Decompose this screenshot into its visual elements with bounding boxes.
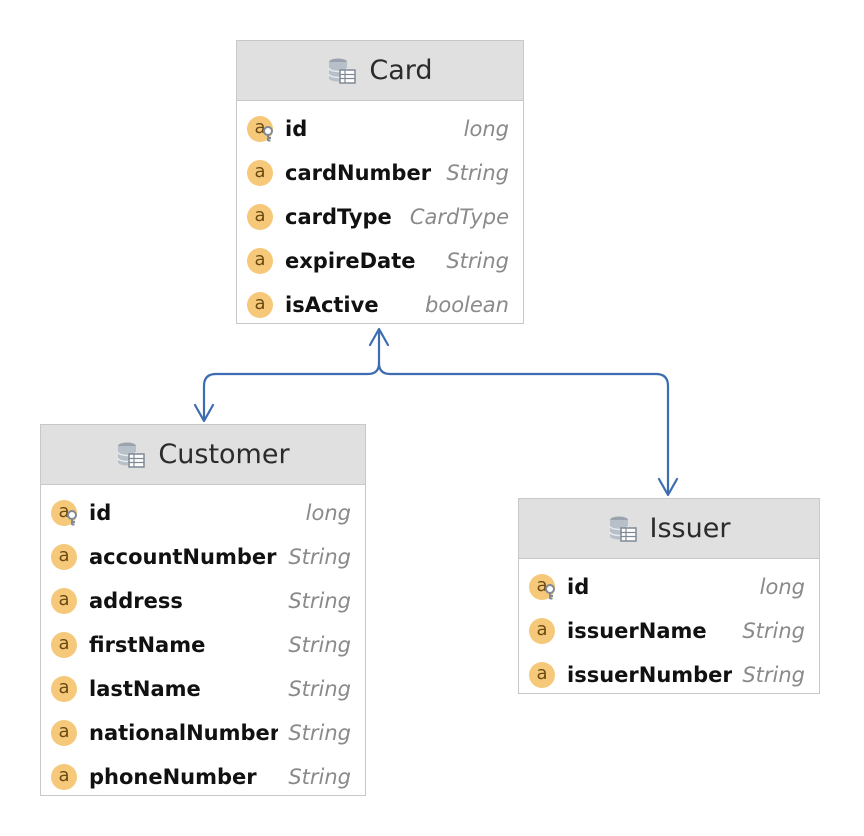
attribute-row[interactable]: a firstName String bbox=[41, 623, 365, 667]
database-table-icon bbox=[608, 516, 637, 542]
attribute-row[interactable]: a issuerName String bbox=[519, 609, 819, 653]
attribute-type: long bbox=[463, 117, 509, 141]
attribute-type: String bbox=[288, 633, 351, 657]
entity-card[interactable]: Card a id long a cardNumber String a car… bbox=[236, 40, 524, 324]
attribute-icon: a bbox=[51, 719, 79, 747]
attribute-row[interactable]: a lastName String bbox=[41, 667, 365, 711]
attribute-name: cardNumber bbox=[285, 161, 432, 185]
attribute-name: cardType bbox=[285, 205, 392, 229]
attribute-type: CardType bbox=[409, 205, 509, 229]
arrowhead-card bbox=[368, 327, 390, 347]
entity-title: Issuer bbox=[649, 513, 731, 544]
entity-title: Customer bbox=[158, 439, 290, 470]
attribute-icon: a bbox=[247, 291, 275, 319]
attribute-type: long bbox=[759, 575, 805, 599]
attribute-name: expireDate bbox=[285, 249, 416, 273]
attribute-icon: a bbox=[51, 587, 79, 615]
attribute-icon: a bbox=[51, 763, 79, 791]
attribute-type: String bbox=[288, 677, 351, 701]
attribute-icon: a bbox=[529, 661, 557, 689]
entity-header: Customer bbox=[41, 425, 365, 485]
attribute-row[interactable]: a isActive boolean bbox=[237, 283, 523, 327]
attribute-icon: a bbox=[247, 159, 275, 187]
attribute-icon: a bbox=[247, 247, 275, 275]
attribute-icon: a bbox=[51, 631, 79, 659]
attribute-row[interactable]: a id long bbox=[237, 107, 523, 151]
entity-title: Card bbox=[369, 55, 433, 86]
attribute-name: id bbox=[89, 501, 112, 525]
attribute-name: isActive bbox=[285, 293, 379, 317]
arrowhead-issuer bbox=[657, 477, 679, 497]
attribute-type: String bbox=[446, 249, 509, 273]
primary-key-attribute-icon: a bbox=[51, 499, 79, 527]
attribute-icon: a bbox=[247, 203, 275, 231]
attribute-name: nationalNumber bbox=[89, 721, 279, 745]
attribute-row[interactable]: a id long bbox=[41, 491, 365, 535]
attribute-icon: a bbox=[51, 675, 79, 703]
attribute-type: String bbox=[288, 545, 351, 569]
attribute-name: phoneNumber bbox=[89, 765, 257, 789]
entity-header: Issuer bbox=[519, 499, 819, 559]
attribute-type: String bbox=[446, 161, 509, 185]
attribute-name: issuerNumber bbox=[567, 663, 733, 687]
attribute-type: String bbox=[288, 721, 351, 745]
attribute-type: String bbox=[742, 619, 805, 643]
entity-issuer[interactable]: Issuer a id long a issuerName String a i… bbox=[518, 498, 820, 694]
attribute-icon: a bbox=[529, 617, 557, 645]
attribute-name: lastName bbox=[89, 677, 201, 701]
entity-header: Card bbox=[237, 41, 523, 101]
attribute-type: long bbox=[305, 501, 351, 525]
attribute-type: String bbox=[288, 765, 351, 789]
attribute-name: id bbox=[285, 117, 308, 141]
attribute-row[interactable]: a cardNumber String bbox=[237, 151, 523, 195]
attribute-type: String bbox=[742, 663, 805, 687]
attribute-icon: a bbox=[51, 543, 79, 571]
attribute-name: address bbox=[89, 589, 183, 613]
primary-key-attribute-icon: a bbox=[247, 115, 275, 143]
card-issuer-connector bbox=[377, 361, 670, 496]
primary-key-attribute-icon: a bbox=[529, 573, 557, 601]
arrowhead-customer bbox=[193, 403, 215, 423]
attribute-row[interactable]: a cardType CardType bbox=[237, 195, 523, 239]
attribute-name: issuerName bbox=[567, 619, 707, 643]
attribute-row[interactable]: a address String bbox=[41, 579, 365, 623]
attribute-row[interactable]: a issuerNumber String bbox=[519, 653, 819, 697]
attribute-row[interactable]: a accountNumber String bbox=[41, 535, 365, 579]
database-table-icon bbox=[117, 442, 146, 468]
attribute-type: String bbox=[288, 589, 351, 613]
database-table-icon bbox=[328, 58, 357, 84]
attribute-name: firstName bbox=[89, 633, 206, 657]
attribute-name: accountNumber bbox=[89, 545, 277, 569]
attribute-type: boolean bbox=[425, 293, 509, 317]
entity-customer[interactable]: Customer a id long a accountNumber Strin… bbox=[40, 424, 366, 796]
attribute-name: id bbox=[567, 575, 590, 599]
attribute-row[interactable]: a phoneNumber String bbox=[41, 755, 365, 799]
card-customer-connector bbox=[202, 328, 381, 422]
attribute-row[interactable]: a id long bbox=[519, 565, 819, 609]
attribute-row[interactable]: a expireDate String bbox=[237, 239, 523, 283]
attribute-row[interactable]: a nationalNumber String bbox=[41, 711, 365, 755]
